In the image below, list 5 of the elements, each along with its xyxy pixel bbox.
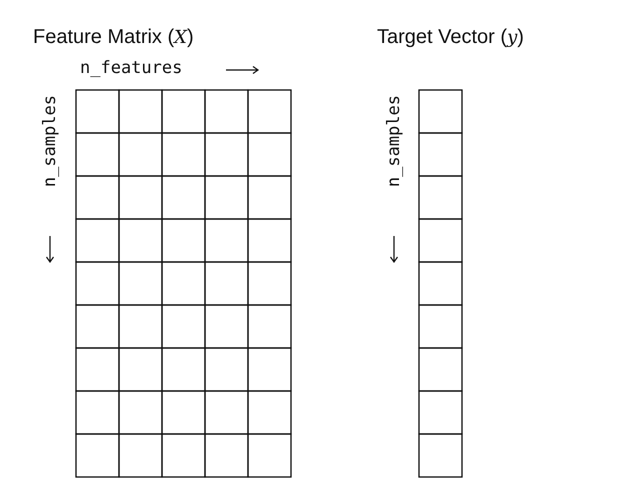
axis-label: n_features [80,58,182,78]
axis-label: n_samples [384,95,404,188]
matrix-title: Feature Matrix (X) [33,26,194,49]
matrix-title: Target Vector (y) [377,26,524,49]
axis-label: n_samples [40,95,60,188]
